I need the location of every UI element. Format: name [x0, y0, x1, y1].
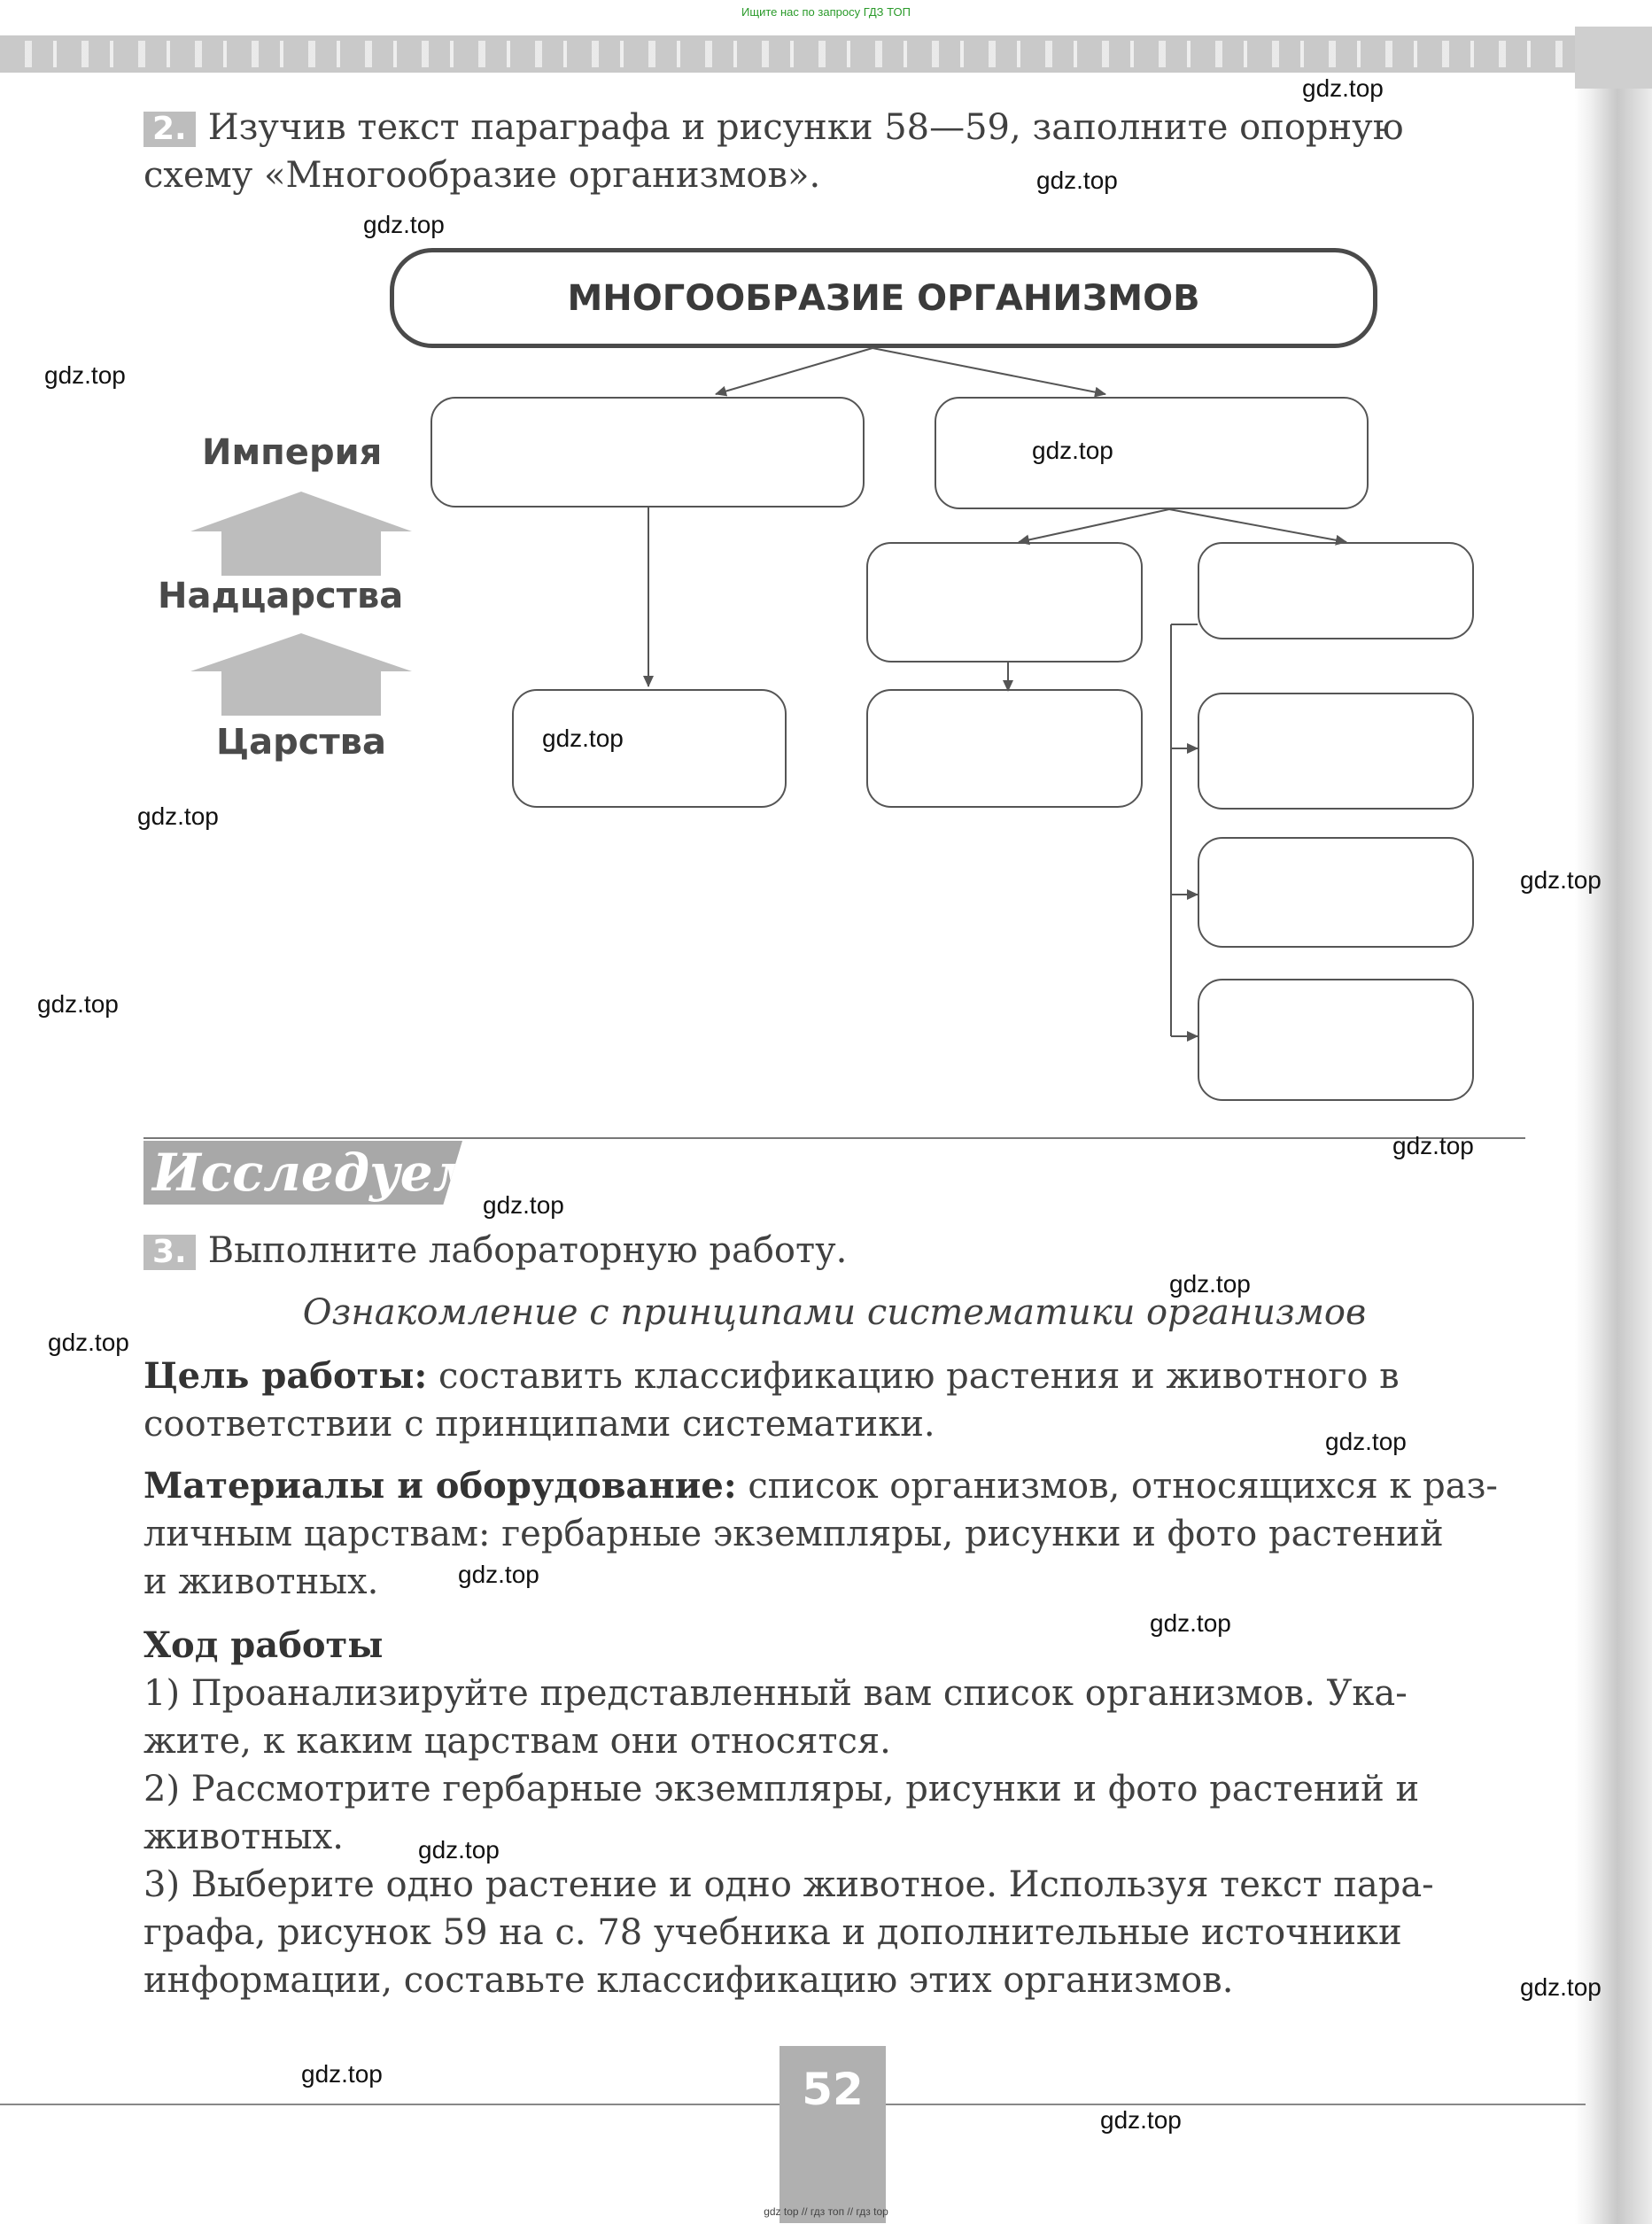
watermark: gdz.top	[137, 802, 219, 831]
watermark: gdz.top	[483, 1191, 564, 1220]
bottom-note: gdz top // гдз топ // гдз top	[0, 2205, 1652, 2218]
step3-line3: информации, составьте классификацию этих…	[143, 1957, 1525, 2003]
watermark: gdz.top	[1036, 167, 1118, 195]
step3-line2: графа, рисунок 59 на с. 78 учебника и до…	[143, 1910, 1525, 1956]
superkingdom-box-left[interactable]	[866, 542, 1143, 663]
goal-text-line2: соответствии с принципами систематики.	[143, 1401, 1525, 1447]
level-arrow-upper	[190, 492, 412, 576]
task3-number: 3.	[143, 1235, 196, 1270]
kingdom-box-2[interactable]	[866, 689, 1143, 808]
watermark: gdz.top	[1169, 1270, 1251, 1298]
watermark: gdz.top	[301, 2060, 383, 2088]
section-heading-text: Исследуем	[152, 1141, 482, 1205]
kingdom-box-3[interactable]	[1198, 693, 1474, 810]
level-arrow-lower	[190, 633, 412, 716]
goal-line1: Цель работы: составить классификацию рас…	[143, 1353, 1525, 1399]
materials-line1: Материалы и оборудование: список организ…	[143, 1463, 1525, 1509]
watermark: gdz.top	[1302, 74, 1384, 103]
task3-text: Выполните лабораторную работу.	[208, 1230, 848, 1271]
step1-line2: жите, к каким царствам они относятся.	[143, 1718, 1525, 1764]
watermark: gdz.top	[44, 361, 126, 390]
step2-line2: животных.	[143, 1814, 1525, 1860]
watermark: gdz.top	[458, 1561, 539, 1589]
step1-line1: 1) Проанализируйте представленный вам сп…	[143, 1670, 1525, 1716]
progress-heading: Ход работы	[143, 1623, 1525, 1669]
watermark: gdz.top	[1520, 1973, 1602, 2002]
watermark: gdz.top	[542, 725, 624, 753]
watermark: gdz.top	[418, 1836, 500, 1864]
page-number: 52	[779, 2064, 886, 2115]
watermark: gdz.top	[363, 211, 445, 239]
watermark: gdz.top	[1032, 437, 1113, 465]
page-number-tab: 52	[779, 2046, 886, 2223]
materials-text-line2: личным царствам: гербарные экземпляры, р…	[143, 1511, 1525, 1557]
goal-label: Цель работы:	[143, 1355, 427, 1397]
section-heading: Исследуем	[143, 1141, 462, 1205]
kingdom-box-5[interactable]	[1198, 979, 1474, 1101]
task3-line: 3. Выполните лабораторную работу.	[143, 1228, 1525, 1274]
materials-text-line1: список организмов, относящихся к раз-	[748, 1466, 1498, 1507]
lab-subtitle: Ознакомление с принципами систематики ор…	[143, 1290, 1525, 1336]
step3-line1: 3) Выберите одно растение и одно животно…	[143, 1862, 1525, 1908]
watermark: gdz.top	[1520, 866, 1602, 895]
empire-box-right[interactable]	[935, 397, 1369, 509]
watermark: gdz.top	[48, 1329, 129, 1357]
watermark: gdz.top	[1325, 1428, 1407, 1456]
section-rule	[143, 1137, 1525, 1139]
materials-label: Материалы и оборудование:	[143, 1465, 737, 1507]
watermark: gdz.top	[1100, 2106, 1182, 2135]
watermark: gdz.top	[1150, 1609, 1231, 1638]
kingdom-box-4[interactable]	[1198, 837, 1474, 948]
watermark: gdz.top	[1392, 1132, 1474, 1160]
progress-label: Ход работы	[143, 1624, 383, 1666]
empire-box-left[interactable]	[430, 397, 865, 508]
watermark: gdz.top	[37, 990, 119, 1019]
step2-line1: 2) Рассмотрите гербарные экземпляры, рис…	[143, 1766, 1525, 1812]
superkingdom-box-right[interactable]	[1198, 542, 1474, 639]
goal-text-line1: составить классификацию растения и живот…	[438, 1356, 1400, 1397]
materials-text-line3: и животных.	[143, 1559, 1525, 1605]
